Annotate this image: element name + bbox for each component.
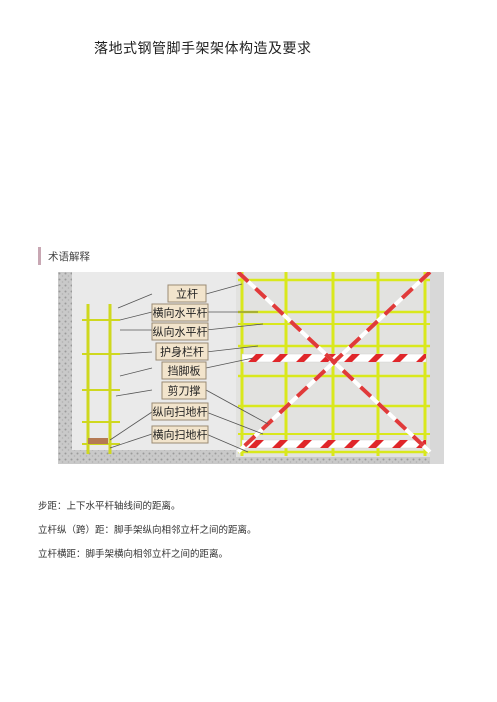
section-heading: 术语解释: [38, 246, 90, 266]
tag-transverse-sweep-rod-text: 横向扫地杆: [153, 428, 208, 442]
left-ground-texture: [58, 272, 72, 464]
scaffold-diagram: 立杆 横向水平杆 纵向水平杆 护身栏杆 挡脚板 剪刀撑 纵向扫地杆 横向扫地杆: [58, 272, 444, 464]
scaffold-diagram-svg: 立杆 横向水平杆 纵向水平杆 护身栏杆 挡脚板 剪刀撑 纵向扫地杆 横向扫地杆: [58, 272, 444, 464]
cross-brace: [236, 272, 432, 454]
tag-toe-board-text: 挡脚板: [168, 364, 201, 378]
definition-transverse-spacing: 立杆横距：脚手架横向相邻立杆之间的距离。: [38, 549, 229, 560]
leader-lines: [109, 283, 269, 453]
tag-longitudinal-ledger: 纵向水平杆: [151, 322, 209, 341]
tag-longitudinal-sweep-rod-text: 纵向扫地杆: [153, 405, 208, 419]
right-wall: [430, 272, 444, 464]
tag-guard-rail: 护身栏杆: [155, 342, 209, 361]
definition-step-distance: 步距：上下水平杆轴线间的距离。: [38, 501, 181, 512]
tag-upright: 立杆: [167, 284, 207, 303]
tag-guard-rail-text: 护身栏杆: [160, 345, 204, 359]
tag-transverse-ledger: 横向水平杆: [151, 303, 209, 322]
tag-cross-brace: 剪刀撑: [161, 381, 207, 400]
document-title: 落地式钢管脚手架架体构造及要求: [94, 41, 312, 57]
definition-longitudinal-spacing: 立杆纵（跨）距：脚手架纵向相邻立杆之间的距离。: [38, 525, 257, 536]
tag-toe-board: 挡脚板: [161, 361, 207, 380]
tag-longitudinal-sweep-rod: 纵向扫地杆: [151, 402, 209, 421]
section-accent-bar: [38, 247, 41, 265]
definitions-list: 步距：上下水平杆轴线间的距离。 立杆纵（跨）距：脚手架纵向相邻立杆之间的距离。 …: [38, 498, 257, 570]
tag-transverse-sweep-rod: 横向扫地杆: [151, 425, 209, 444]
tag-cross-brace-text: 剪刀撑: [168, 384, 201, 398]
front-view-ledgers: [238, 278, 430, 454]
section-label: 术语解释: [48, 250, 90, 263]
tag-longitudinal-ledger-text: 纵向水平杆: [153, 325, 208, 339]
tag-upright-text: 立杆: [176, 287, 198, 301]
toe-board-lower: [241, 439, 427, 449]
tag-transverse-ledger-text: 横向水平杆: [153, 306, 208, 320]
side-view-scaffold: [82, 304, 120, 454]
